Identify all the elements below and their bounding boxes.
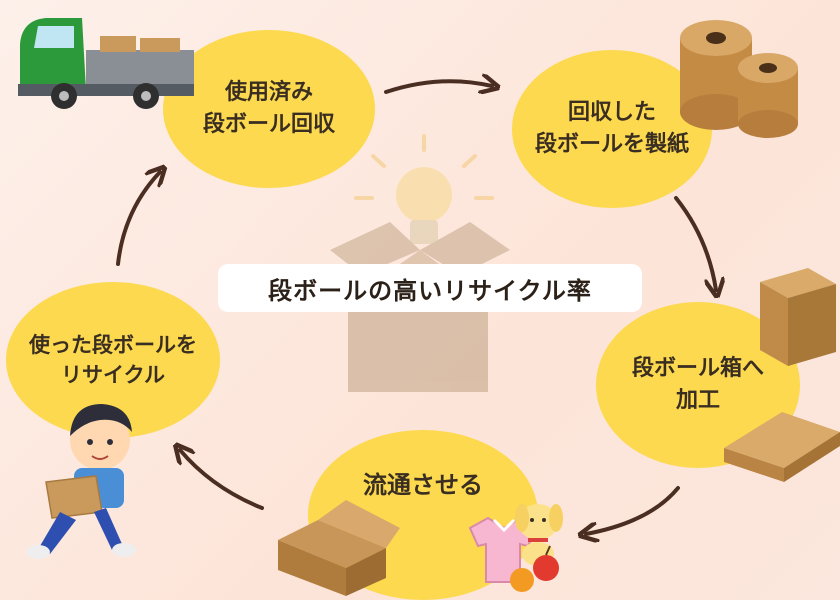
step-5-bubble: 使った段ボールを リサイクル — [6, 282, 220, 438]
step-1-label: 使用済み 段ボール回収 — [202, 80, 335, 137]
step-4-label: 流通させる — [363, 470, 483, 499]
step-2-label: 回収した 段ボールを製紙 — [534, 100, 689, 157]
step-4-bubble: 流通させる — [308, 430, 538, 600]
center-title: 段ボールの高いリサイクル率 — [218, 264, 642, 312]
step-5-label: 使った段ボールを リサイクル — [29, 332, 197, 387]
arrow-5-to-1 — [116, 172, 160, 266]
arrow-2-to-3 — [674, 196, 716, 290]
arrow-3-to-4 — [586, 486, 680, 534]
lightbulb-icon — [354, 134, 494, 244]
arrow-1-to-2 — [384, 81, 492, 92]
arrow-4-to-5 — [180, 450, 264, 510]
step-1-bubble: 使用済み 段ボール回収 — [163, 30, 375, 188]
step-3-label: 段ボール箱へ 加工 — [631, 356, 764, 413]
step-2-bubble: 回収した 段ボールを製紙 — [512, 50, 712, 208]
step-3-bubble: 段ボール箱へ 加工 — [596, 302, 800, 468]
